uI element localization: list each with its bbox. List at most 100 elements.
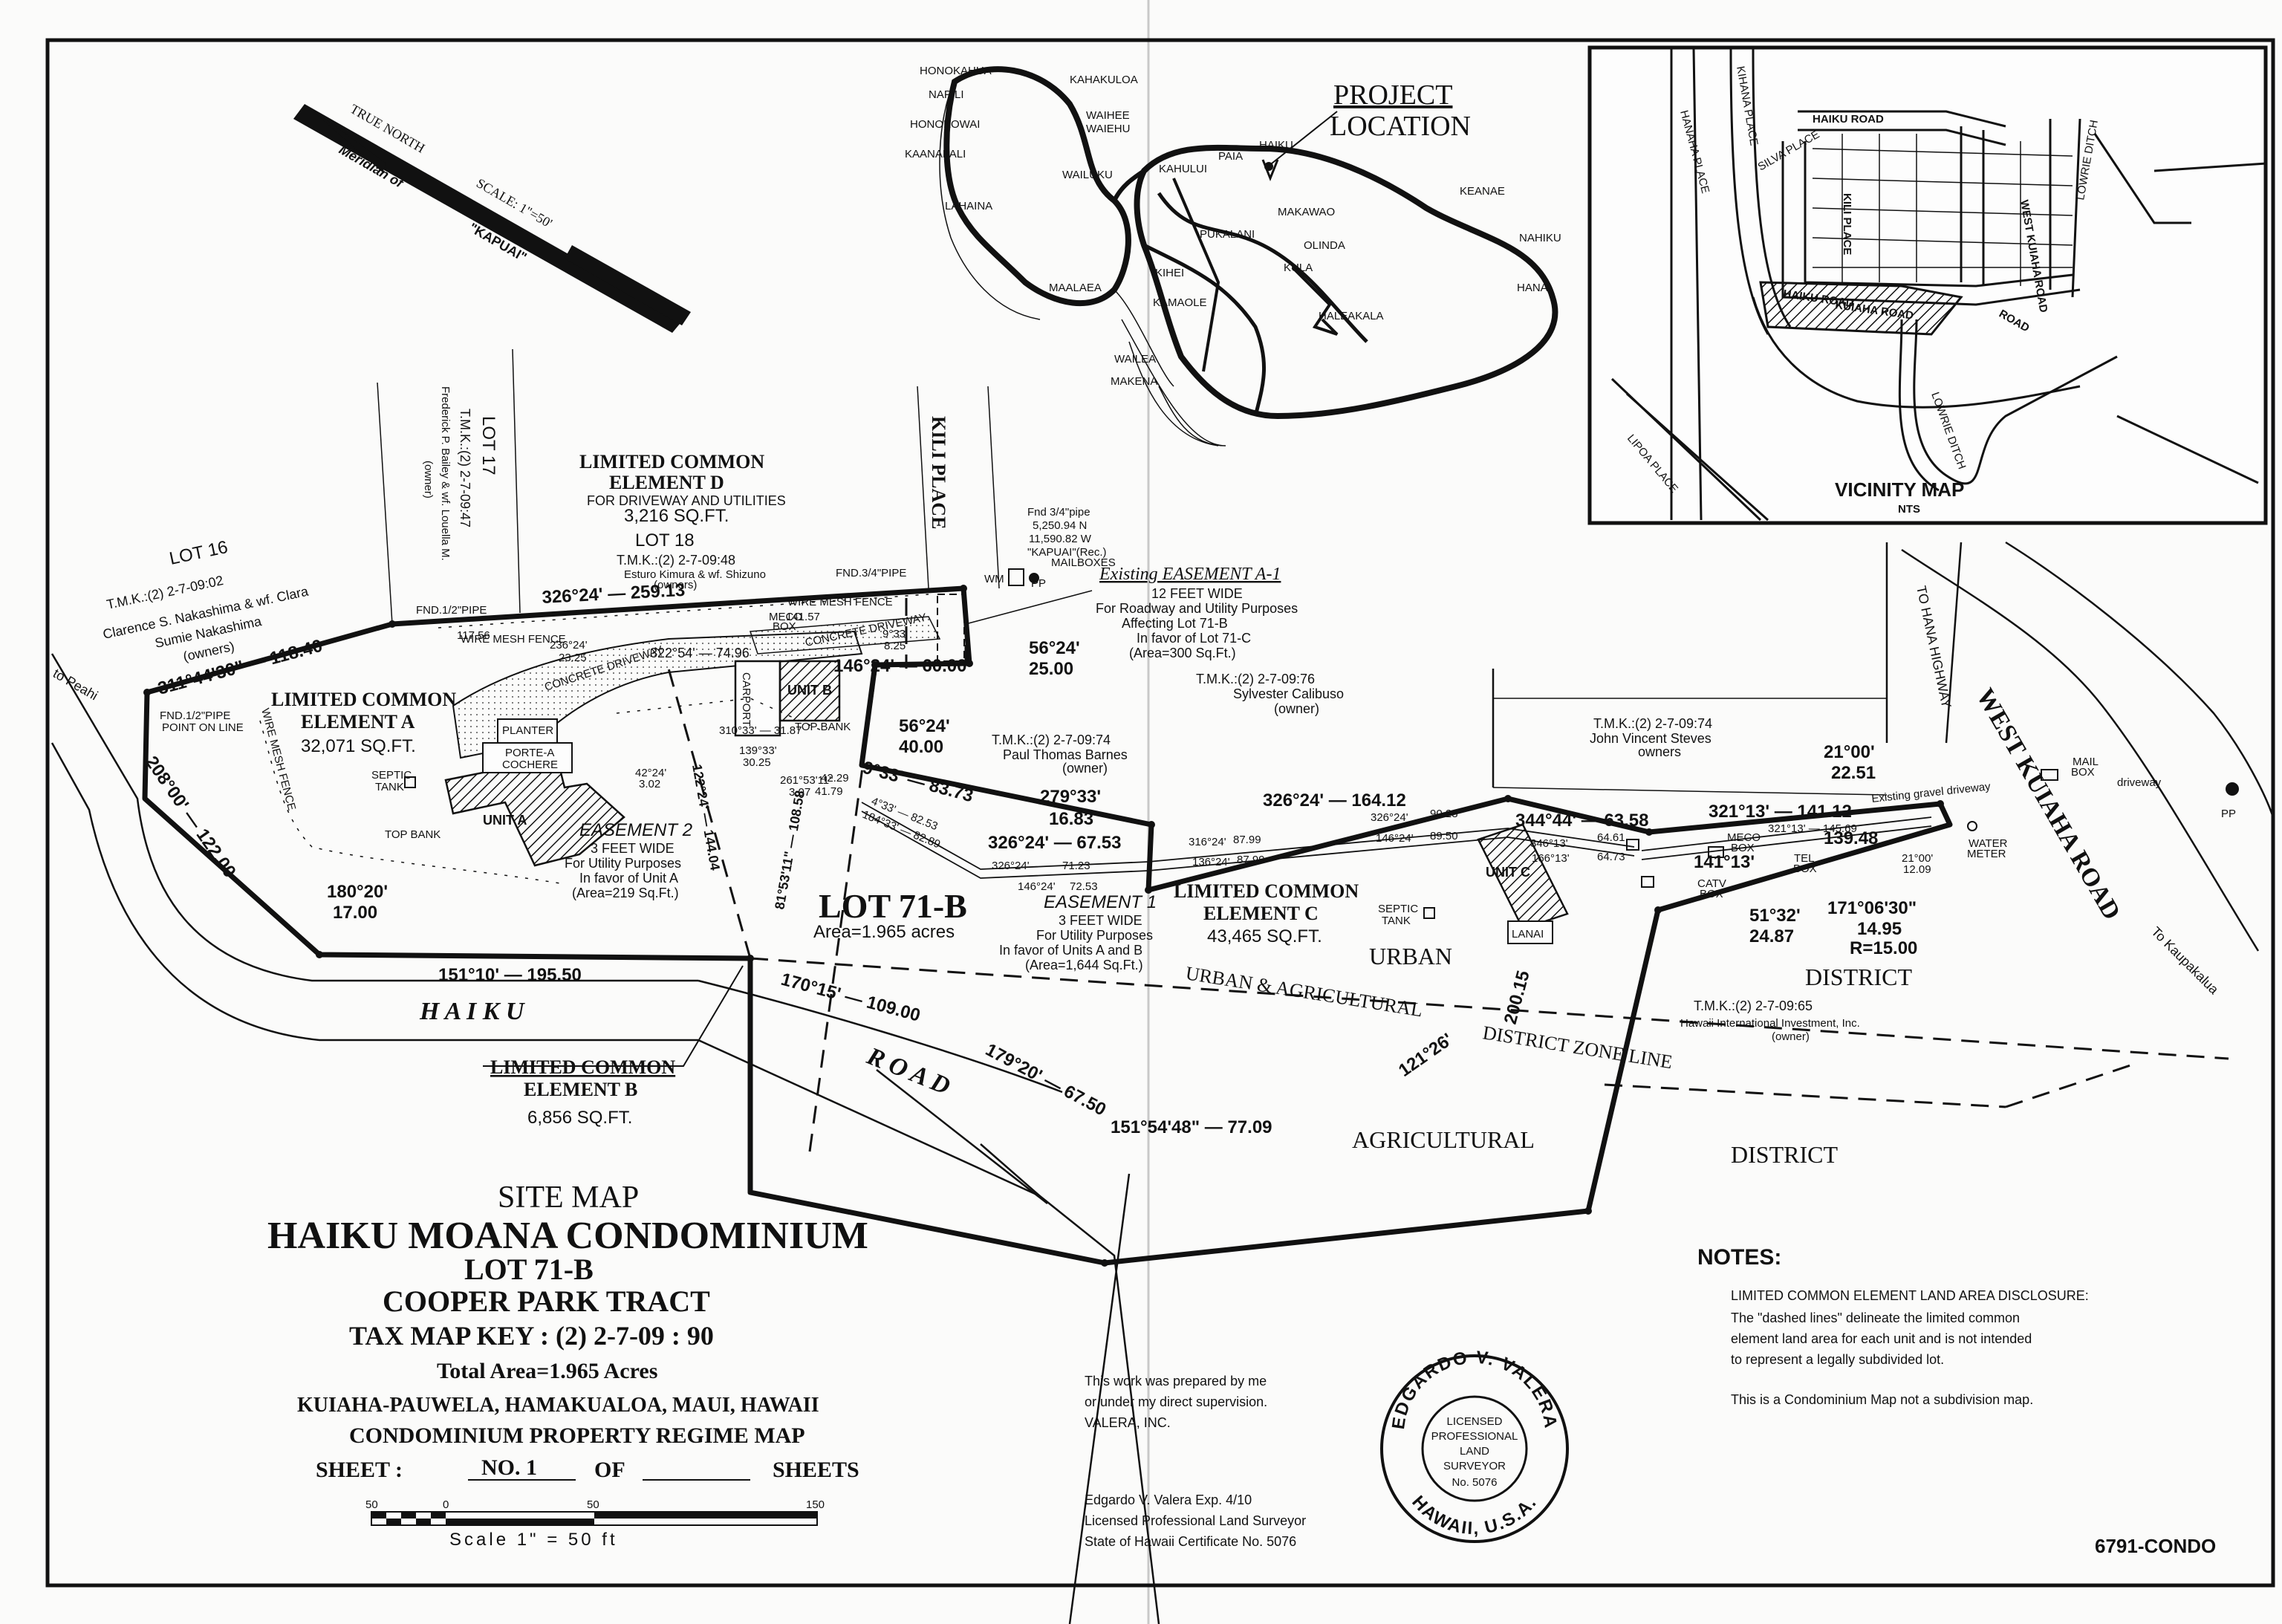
meco-box-label-b: BOX: [1731, 842, 1755, 854]
seal-line: LICENSED: [1446, 1415, 1502, 1428]
tmk-74a-label: T.M.K.:(2) 2-7-09:74 Paul Thomas Barnes …: [992, 733, 1128, 776]
town-label: KAANAPALI: [905, 148, 966, 160]
label-line: 6,856 SQ.FT.: [527, 1108, 632, 1128]
fence-label: WIRE MESH FENCE: [461, 633, 566, 646]
map-border: [45, 38, 2275, 1588]
bearing-label: 17.00: [333, 903, 377, 923]
town-label: LAHAINA: [945, 200, 992, 212]
label-line: Paul Thomas Barnes: [1003, 747, 1128, 762]
label-line: T.M.K.:(2) 2-7-09:65: [1694, 998, 1813, 1013]
town-label: WAILUKU: [1062, 169, 1113, 181]
bearing-small: 8.25: [884, 640, 906, 652]
bearing-label: 326°24' — 164.12: [1263, 790, 1406, 811]
bearing-label: 321°13' — 141.12: [1709, 802, 1852, 822]
tmk-65-label: T.M.K.:(2) 2-7-09:65 Hawaii Internationa…: [1680, 998, 1860, 1043]
label-line: 3,216 SQ.FT.: [624, 506, 729, 526]
town-label: HAIKU: [1259, 139, 1293, 152]
title-lot: LOT 71-B: [464, 1253, 594, 1286]
easement-a1: [937, 594, 965, 662]
bearing-small: 322°54' — 74.96: [650, 646, 750, 660]
town-label: OLINDA: [1304, 239, 1345, 252]
bearing-label: 151°10' — 195.50: [438, 965, 582, 985]
bearing-small: 87.99: [1233, 834, 1261, 846]
porte-cochere-label: COCHERE: [502, 759, 558, 771]
label-line: In favor of Lot 71-C: [1137, 631, 1251, 646]
bearing-label: 40.00: [899, 737, 943, 757]
urban-district-label: DISTRICT: [1805, 964, 1912, 990]
vicinity-map-title: VICINITY MAP: [1835, 478, 1964, 501]
bearing-small: 3.07: [789, 786, 810, 799]
bearing-small: 64.61: [1597, 831, 1625, 844]
label-line: 11,590.82 W: [1029, 533, 1092, 545]
label-line: For Utility Purposes: [565, 856, 681, 871]
scale-tick: 0: [443, 1498, 449, 1511]
roads: [51, 541, 2275, 1624]
label-line: EASEMENT 2: [579, 820, 692, 840]
septic-label-c: TANK: [1382, 915, 1411, 927]
town-label: NAPILI: [929, 88, 964, 101]
label-line: John Vincent Steves: [1590, 731, 1712, 746]
carport-label: CARPORT: [740, 672, 752, 727]
lot-17-label: LOT 17 T.M.K.:(2) 2-7-09:47 Frederick P.…: [422, 386, 498, 561]
notes-title: NOTES:: [1697, 1245, 1781, 1270]
lot-71b-boundary: [142, 585, 1953, 1266]
seal-line: LAND: [1460, 1445, 1489, 1458]
bearing-label: 14.95: [1857, 919, 1902, 939]
label-line: Affecting Lot 71-B: [1122, 616, 1228, 631]
bearing-small: 346°13': [1530, 837, 1568, 850]
label-line: 5,250.94 N: [1033, 519, 1087, 532]
bearing-small: 23.25: [559, 652, 587, 664]
label-line: 32,071 SQ.FT.: [301, 736, 416, 756]
fence-lines: [259, 594, 929, 885]
label-line: Area=1.965 acres: [813, 922, 955, 942]
label-line: ELEMENT C: [1203, 903, 1319, 924]
label-line: Fnd 3/4"pipe: [1027, 506, 1090, 519]
title-location: KUIAHA-PAUWELA, HAMAKUALOA, MAUI, HAWAII: [297, 1394, 819, 1417]
label-line: Esturo Kimura & wf. Shizuno: [624, 568, 766, 581]
easement-1-strip: [861, 802, 1932, 879]
bearing-small: 326°24': [992, 860, 1030, 872]
pp-label: PP: [2221, 808, 2236, 820]
bearing-small: 30.25: [743, 756, 771, 769]
bearing-small: 87.99: [1237, 854, 1265, 866]
label-line: ELEMENT A: [301, 711, 415, 733]
bearing-label: 24.87: [1749, 926, 1794, 946]
vicinity-map: HAIKU ROAD KILI PLACE HANAHA PLACE KIHAN…: [1587, 45, 2268, 525]
cert-line: Edgardo V. Valera Exp. 4/10: [1085, 1493, 1252, 1507]
label-line: LIMITED COMMON: [271, 689, 456, 710]
label-line: 43,465 SQ.FT.: [1207, 926, 1322, 946]
bearing-small: 71.23: [1062, 860, 1090, 872]
label-line: T.M.K.:(2) 2-7-09:76: [1196, 672, 1315, 686]
fence-label-b: WIRE MESH FENCE: [787, 596, 893, 608]
lce-c-label: LIMITED COMMON ELEMENT C 43,465 SQ.FT.: [1174, 880, 1359, 946]
sheets-label: SHEETS: [773, 1458, 859, 1482]
bearing-label: 56°24': [1029, 638, 1080, 658]
town-label: WAIEHU: [1086, 123, 1130, 135]
tmk-76-label: T.M.K.:(2) 2-7-09:76 Sylvester Calibuso …: [1196, 672, 1344, 716]
porte-cochere-label: PORTE-A: [505, 747, 554, 759]
label-line: (owner): [1274, 701, 1319, 716]
unit-a-label: UNIT A: [483, 813, 527, 828]
cert-line: VALERA, INC.: [1085, 1415, 1171, 1430]
town-label: PAIA: [1218, 150, 1243, 163]
label-line: ELEMENT D: [609, 472, 724, 493]
bearing-small: 12.09: [1903, 863, 1931, 876]
town-label: KIHEI: [1155, 267, 1184, 279]
sheet-number: NO. 1: [481, 1455, 537, 1480]
bearing-small: 41.79: [815, 785, 843, 798]
notes-line: The "dashed lines" delineate the limited…: [1731, 1310, 2020, 1325]
bearing-label: 326°24' — 67.53: [988, 833, 1121, 853]
bearing-small: 117.56: [457, 629, 490, 642]
bearing-small: 166°13': [1532, 852, 1570, 865]
top-bank-label: TOP BANK: [385, 828, 441, 841]
bearing-small: 236°24': [550, 639, 588, 652]
haiku-road-label: H A I K U: [419, 998, 526, 1025]
town-label: HANA: [1517, 282, 1548, 294]
septic-label-c: SEPTIC: [1378, 903, 1418, 915]
vicinity-road-label: KILI PLACE: [1841, 193, 1853, 255]
label-line: LOT 17: [478, 416, 498, 475]
label-line: Existing EASEMENT A-1: [1099, 565, 1281, 584]
septic-label: SEPTIC: [371, 769, 412, 782]
water-meter-label: METER: [1967, 848, 2006, 860]
label-line: FND.3/4"PIPE: [836, 567, 906, 579]
